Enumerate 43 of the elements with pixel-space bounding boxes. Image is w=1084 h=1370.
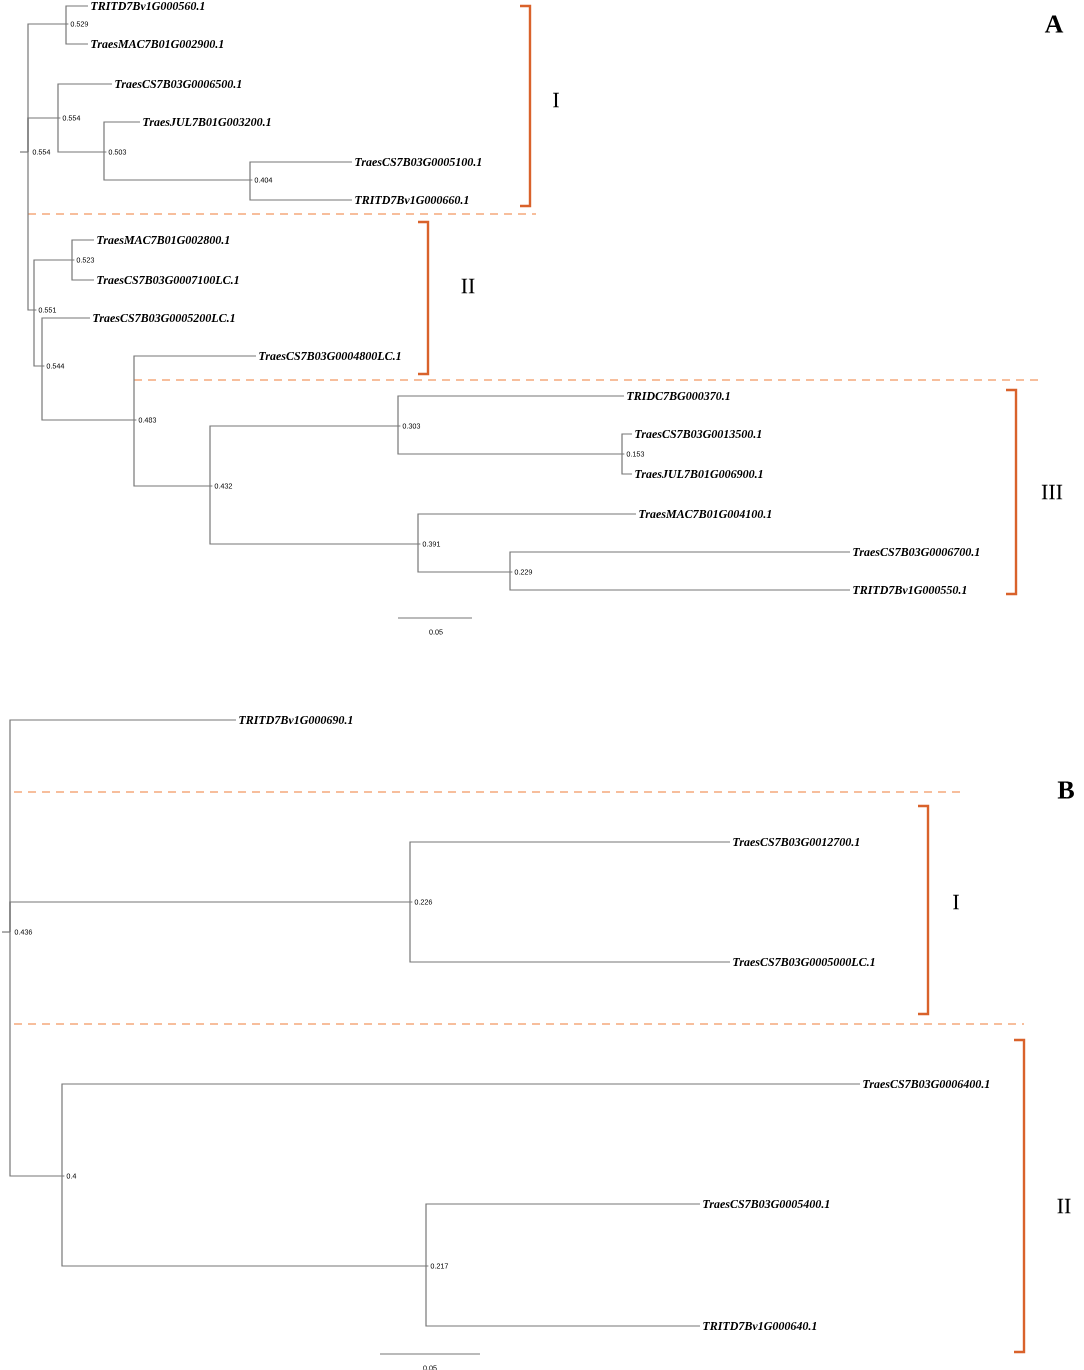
branch-line (57, 83, 113, 119)
branch-line (61, 1175, 429, 1267)
branch-line (397, 395, 625, 427)
clade-label: II (1057, 1198, 1071, 1214)
branch-line (509, 551, 851, 573)
branch-line (133, 419, 213, 487)
branch-line (249, 161, 353, 181)
branch-line (27, 151, 37, 311)
branch-line (41, 365, 137, 421)
branch-line (509, 571, 851, 591)
branch-line (61, 1083, 861, 1177)
branch-line (33, 309, 45, 367)
branch-line (425, 1203, 701, 1267)
branch-line (621, 433, 633, 455)
clade-label: III (1041, 484, 1063, 500)
branch-line (621, 453, 633, 475)
branch-line (417, 543, 513, 573)
branch-line (409, 841, 731, 903)
branch-line (33, 259, 75, 311)
branch-line (9, 901, 413, 933)
branch-line (27, 117, 61, 153)
branch-line (103, 121, 141, 153)
branch-line (133, 355, 257, 421)
clade-label: I (953, 894, 959, 910)
branch-line (65, 5, 89, 25)
branch-line (249, 179, 353, 201)
clade-label: I (553, 92, 559, 108)
branch-line (41, 317, 91, 367)
branch-line (65, 23, 89, 45)
panel-letter: B (1057, 781, 1074, 799)
branch-line (9, 931, 65, 1177)
branch-line (209, 485, 421, 545)
branch-line (425, 1265, 701, 1327)
branch-line (409, 901, 731, 963)
branch-line (71, 239, 95, 261)
branch-line (71, 259, 95, 281)
branch-line (397, 425, 625, 455)
panel-letter: A (1044, 15, 1064, 33)
branch-line (209, 425, 401, 487)
branch-line (57, 117, 107, 153)
branch-line (103, 151, 253, 181)
clade-label: II (461, 278, 475, 294)
branch-line (417, 513, 637, 545)
